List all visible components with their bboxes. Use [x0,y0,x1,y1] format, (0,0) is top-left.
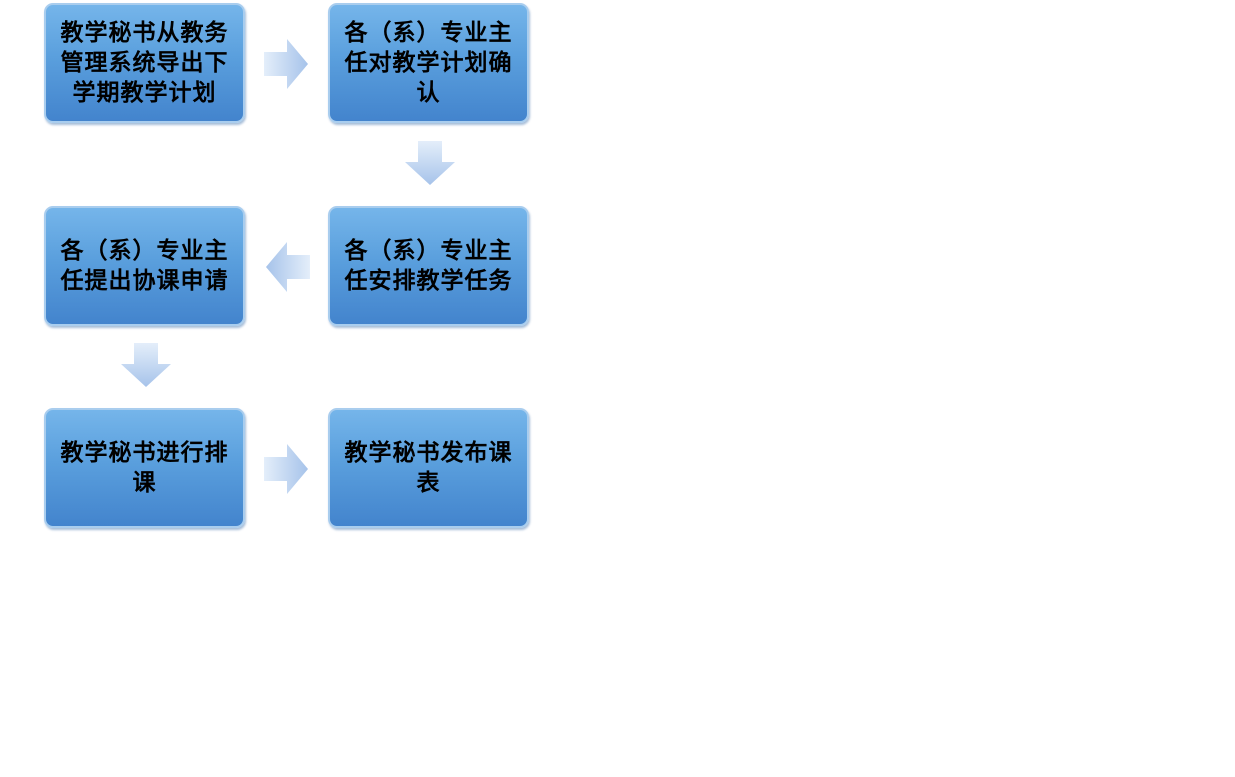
flow-step-label: 教学秘书进行排课 [60,440,229,496]
flow-step-label: 各（系）专业主任提出协课申请 [60,238,229,294]
flow-step-assign-tasks: 各（系）专业主任安排教学任务 [328,206,529,326]
flow-step-course-request: 各（系）专业主任提出协课申请 [44,206,245,326]
flow-step-label: 教学秘书从教务管理系统导出下学期教学计划 [60,20,229,106]
arrow-right-icon [264,39,308,89]
flow-step-label: 各（系）专业主任安排教学任务 [344,238,513,294]
flow-step-publish-timetable: 教学秘书发布课表 [328,408,529,528]
arrow-left-icon [266,242,310,292]
flow-step-confirm-plan: 各（系）专业主任对教学计划确认 [328,3,529,123]
arrow-down-icon [405,141,455,185]
arrow-down-icon [121,343,171,387]
flow-step-label: 各（系）专业主任对教学计划确认 [344,20,513,106]
flow-step-scheduling: 教学秘书进行排课 [44,408,245,528]
arrow-right-icon [264,444,308,494]
flow-step-export-plan: 教学秘书从教务管理系统导出下学期教学计划 [44,3,245,123]
flow-step-label: 教学秘书发布课表 [344,440,513,496]
